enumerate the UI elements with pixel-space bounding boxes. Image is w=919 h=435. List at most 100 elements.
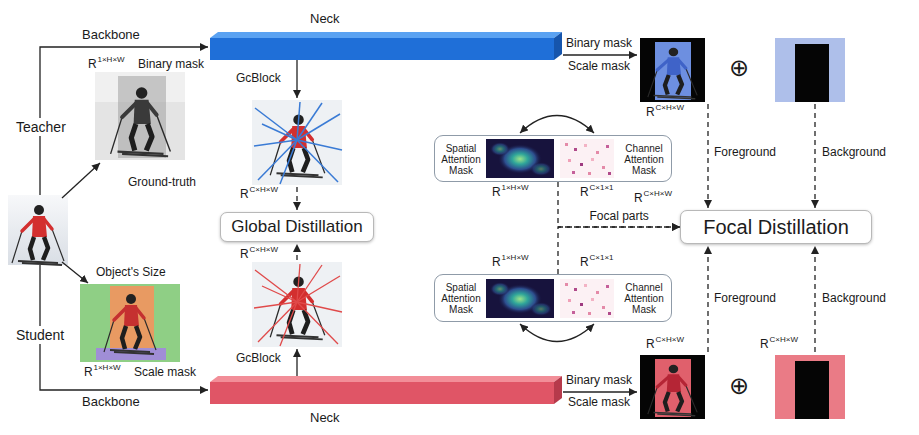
- illustration: [297, 264, 300, 302]
- illustration: [640, 355, 705, 419]
- neck-label: Neck: [310, 11, 340, 26]
- illustration: [563, 391, 637, 392]
- illustration: [297, 276, 340, 302]
- illustration: [648, 48, 697, 99]
- panel-text: Spatial Attention Mask: [438, 142, 484, 175]
- illustration: [258, 140, 297, 180]
- dashed-connector: [558, 227, 680, 274]
- text-label: Backbone: [82, 28, 140, 43]
- edge-label: Focal parts: [588, 210, 651, 224]
- illustration: [486, 139, 614, 318]
- illustration: [252, 100, 342, 185]
- neck-bar: Neck: [210, 376, 562, 404]
- illustration: [95, 72, 185, 160]
- illustration: [640, 355, 705, 419]
- illustration: [640, 38, 705, 102]
- illustration: [486, 139, 554, 178]
- illustration: [252, 100, 342, 185]
- text-label: R: [760, 338, 769, 352]
- illustration: [814, 246, 815, 352]
- text-label: R: [240, 188, 249, 202]
- illustration: [775, 355, 845, 419]
- neck-bar-face: [554, 376, 562, 404]
- illustration: [12, 205, 64, 265]
- illustration: [270, 276, 325, 339]
- text-label: R: [240, 248, 249, 262]
- process-box: Global Distillation: [220, 212, 374, 242]
- attention-panel: Spatial Attention Mask Channel Attention …: [434, 274, 672, 322]
- illustration: [297, 140, 338, 182]
- text-label: Ground-truth: [128, 176, 196, 190]
- neck-label: Neck: [310, 410, 340, 425]
- text-label: Binary mask: [566, 37, 632, 51]
- illustration: [80, 284, 180, 362]
- illustration: [255, 108, 297, 140]
- illustration: [80, 284, 180, 362]
- text-label: GcBlock: [236, 72, 281, 86]
- text-label: ⊕: [729, 374, 749, 398]
- superscript: 1×H×W: [502, 253, 529, 262]
- text-label: Teacher: [14, 118, 68, 136]
- illustration: [520, 116, 594, 134]
- illustration: [486, 279, 554, 318]
- text-label: R: [88, 58, 97, 72]
- illustration: [255, 270, 297, 302]
- superscript: C×1×1: [590, 253, 614, 262]
- neck-bar-shape: [210, 376, 562, 404]
- illustration: [648, 365, 697, 416]
- superscript: 1×H×W: [94, 363, 121, 372]
- illustration: [707, 246, 708, 352]
- illustration: [795, 361, 829, 419]
- illustration: [104, 294, 156, 354]
- superscript: C×H×W: [250, 185, 278, 194]
- text-label: Foreground: [714, 146, 776, 160]
- illustration: [254, 264, 342, 346]
- neck-bar: Neck: [210, 32, 562, 60]
- illustration: [95, 72, 185, 160]
- text-label: Background: [822, 146, 886, 160]
- text-label: Backbone: [82, 395, 140, 410]
- illustration: [258, 302, 297, 342]
- illustration: [252, 262, 342, 347]
- illustration: [62, 163, 100, 198]
- illustration: [296, 349, 297, 376]
- illustration: [775, 355, 845, 419]
- illustration: [254, 302, 297, 308]
- illustration: [297, 302, 338, 344]
- illustration: [280, 302, 297, 346]
- text-label: Binary mask: [138, 58, 204, 72]
- illustration: [40, 47, 637, 392]
- illustration: [775, 38, 845, 102]
- text-label: Scale mask: [568, 396, 630, 410]
- illustration: [296, 60, 297, 98]
- superscript: C×H×W: [644, 189, 672, 198]
- text-label: ⊕: [729, 56, 749, 80]
- illustration: [707, 104, 708, 208]
- text-label: R: [580, 186, 589, 200]
- panel-text: Channel Attention Mask: [619, 282, 669, 315]
- text-label: Scale mask: [134, 366, 196, 380]
- text-label: Binary mask: [566, 374, 632, 388]
- text-label: Scale mask: [568, 60, 630, 74]
- illustration: [297, 302, 342, 312]
- neck-bar-shape: [210, 32, 562, 60]
- neck-bar-face: [210, 376, 562, 382]
- panel-text: Channel Attention Mask: [619, 142, 669, 175]
- illustration: [775, 38, 845, 102]
- illustration: [262, 124, 297, 140]
- illustration: [254, 102, 342, 184]
- illustration: [8, 195, 68, 265]
- box-text: Focal Distillation: [703, 216, 849, 239]
- panel-text: Spatial Attention Mask: [438, 282, 484, 315]
- illustration: [297, 114, 340, 140]
- text-label: Student: [14, 326, 66, 344]
- text-label: GcBlock: [236, 352, 281, 366]
- illustration: [252, 262, 342, 347]
- superscript: C×H×W: [770, 335, 798, 344]
- text-label: Background: [822, 292, 886, 306]
- neck-bar-face: [210, 382, 554, 404]
- illustration: [640, 38, 705, 102]
- superscript: C×1×1: [590, 183, 614, 192]
- illustration: [262, 286, 297, 302]
